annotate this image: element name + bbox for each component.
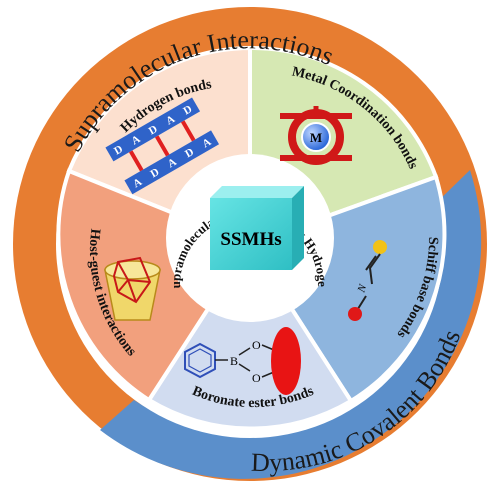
oxygen-atom-top: O: [252, 338, 261, 352]
metal-ion-icon: M: [280, 106, 352, 165]
hydrogel-cube-icon: [210, 186, 304, 270]
sector-boronate-ester: [146, 240, 354, 431]
outer-ring-blue: [100, 170, 482, 479]
boronate-ester-icon: B O O: [184, 327, 301, 395]
hydrogen-bond-icon: D A D A D A D A D A: [105, 97, 220, 195]
boron-atom: B: [230, 354, 238, 368]
center-label-ssmhs: SSMHs: [220, 229, 281, 250]
host-guest-icon: [104, 256, 161, 321]
metal-ion-label: M: [310, 130, 322, 145]
oxygen-atom-bottom: O: [252, 371, 261, 385]
